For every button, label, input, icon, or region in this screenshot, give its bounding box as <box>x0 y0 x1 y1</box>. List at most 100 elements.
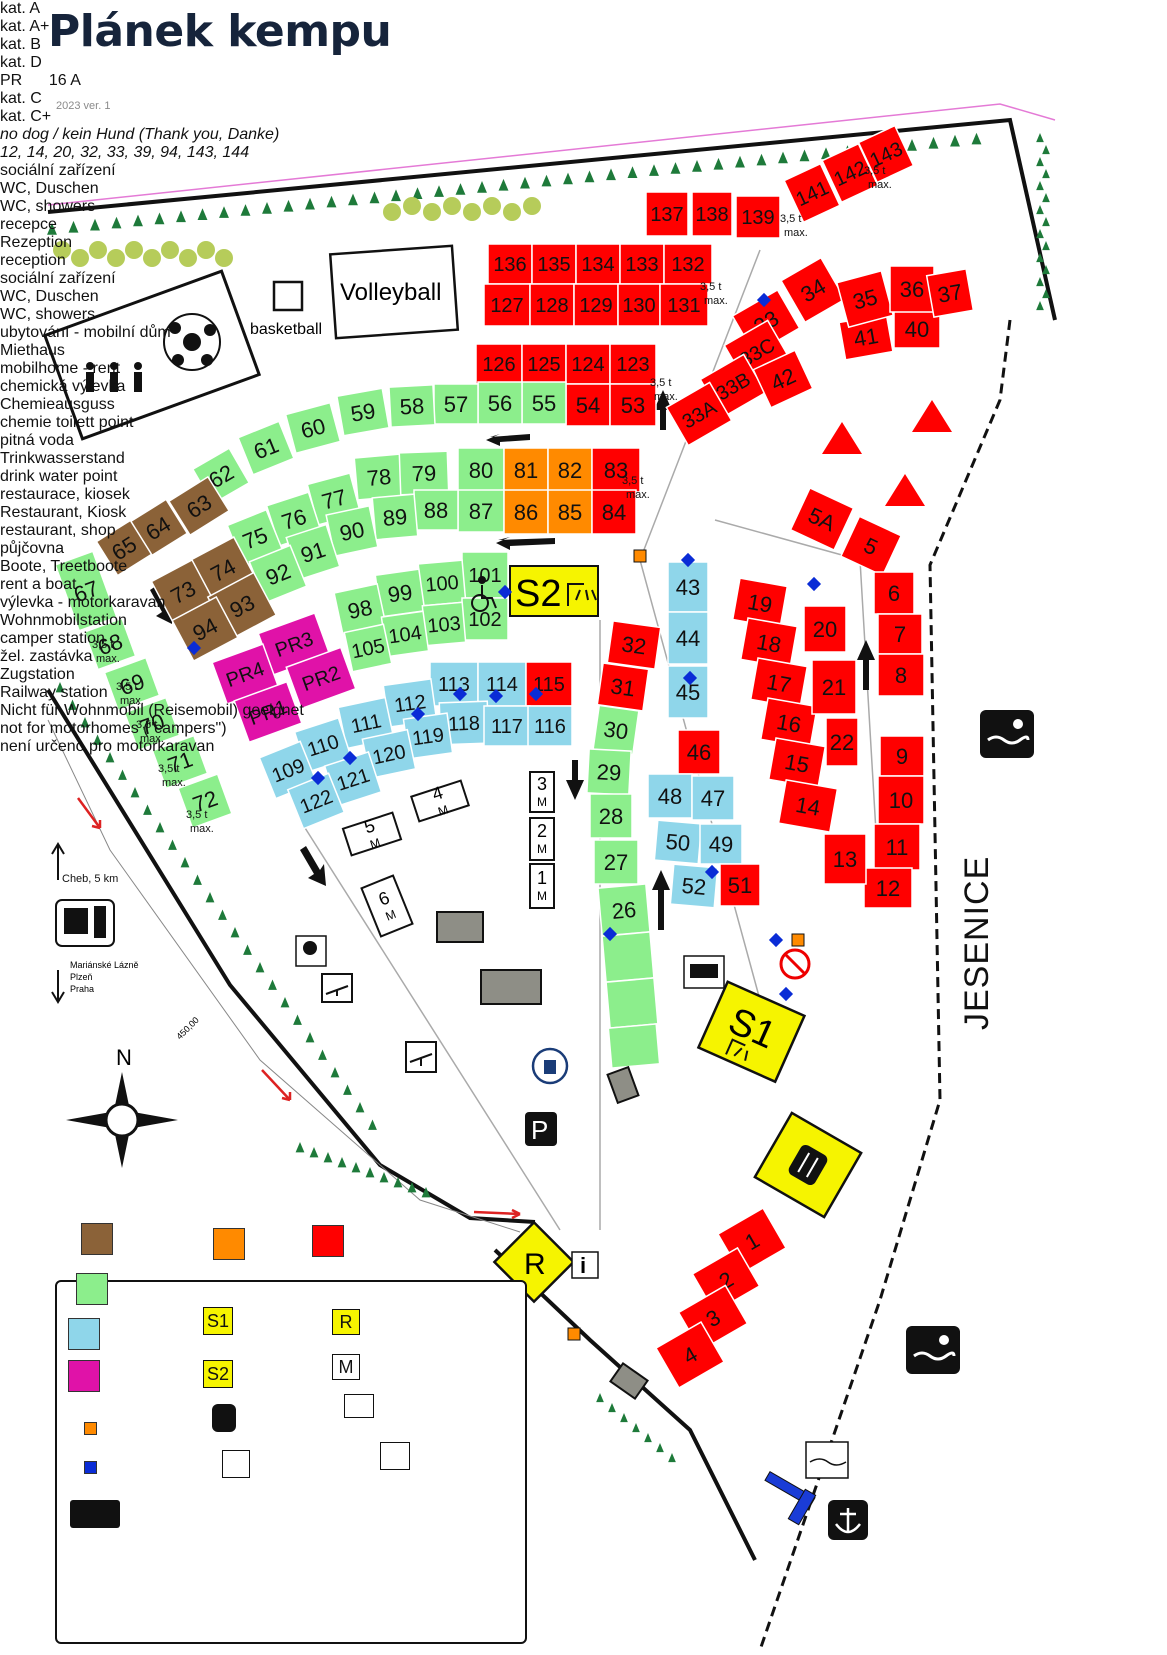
football-pitch[interactable] <box>42 269 262 441</box>
mobile-home-5[interactable]: 5M <box>341 809 403 858</box>
plot-130[interactable]: 130 <box>617 283 661 327</box>
plot-42[interactable]: 42 <box>752 349 814 409</box>
plot-pr4[interactable]: PR4 <box>211 643 279 705</box>
sanitary-s2[interactable]: S2 <box>509 565 599 617</box>
sanitary-s1[interactable]: S1 <box>696 980 807 1084</box>
plot-86[interactable]: 86 <box>503 489 549 535</box>
plot-68[interactable]: 68 <box>83 617 137 671</box>
plot-92[interactable]: 92 <box>248 544 308 604</box>
plot-121[interactable]: 121 <box>323 750 383 808</box>
plot-unnumbered[interactable] <box>605 977 659 1029</box>
plot-43[interactable]: 43 <box>667 561 709 613</box>
plot-72[interactable]: 72 <box>177 773 233 829</box>
plot-114[interactable]: 114 <box>477 661 527 707</box>
info-point[interactable]: i <box>571 1251 599 1279</box>
plot-22[interactable]: 22 <box>825 717 859 767</box>
plot-91[interactable]: 91 <box>285 523 341 581</box>
plot-82[interactable]: 82 <box>547 447 593 493</box>
plot-59[interactable]: 59 <box>336 387 390 437</box>
plot-129[interactable]: 129 <box>573 283 619 327</box>
plot-14[interactable]: 14 <box>777 778 839 834</box>
plot-90[interactable]: 90 <box>325 504 379 558</box>
plot-pr1[interactable]: PR1 <box>233 680 303 744</box>
plot-84[interactable]: 84 <box>591 489 637 535</box>
plot-20[interactable]: 20 <box>803 605 847 653</box>
plot-100[interactable]: 100 <box>417 559 467 607</box>
plot-54[interactable]: 54 <box>565 383 611 427</box>
plot-5a[interactable]: 5A <box>789 487 855 551</box>
plot-113[interactable]: 113 <box>429 661 479 707</box>
plot-136[interactable]: 136 <box>487 243 533 285</box>
plot-34[interactable]: 34 <box>780 256 846 324</box>
plot-81[interactable]: 81 <box>503 447 549 493</box>
plot-87[interactable]: 87 <box>457 489 505 533</box>
plot-53[interactable]: 53 <box>609 383 657 427</box>
plot-18[interactable]: 18 <box>739 617 799 669</box>
plot-35[interactable]: 35 <box>835 269 895 329</box>
plot-122[interactable]: 122 <box>286 772 346 830</box>
plot-127[interactable]: 127 <box>483 283 531 327</box>
plot-51[interactable]: 51 <box>719 863 761 907</box>
plot-27[interactable]: 27 <box>593 839 639 885</box>
restaurant-building[interactable] <box>753 1111 863 1219</box>
plot-10[interactable]: 10 <box>877 775 925 825</box>
plot-31[interactable]: 31 <box>596 662 650 712</box>
plot-56[interactable]: 56 <box>477 381 523 425</box>
plot-105[interactable]: 105 <box>343 623 393 673</box>
plot-44[interactable]: 44 <box>667 611 709 665</box>
plot-15[interactable]: 15 <box>767 737 827 789</box>
plot-11[interactable]: 11 <box>873 823 921 871</box>
mobile-home-4[interactable]: 4M <box>409 776 471 825</box>
plot-50[interactable]: 50 <box>653 819 703 865</box>
mobile-home-2[interactable]: 2M <box>529 817 555 861</box>
plot-137[interactable]: 137 <box>645 191 689 237</box>
plot-138[interactable]: 138 <box>691 191 733 237</box>
plot-123[interactable]: 123 <box>609 343 657 385</box>
plot-102[interactable]: 102 <box>461 597 509 641</box>
plot-143[interactable]: 143 <box>857 124 915 184</box>
plot-47[interactable]: 47 <box>691 775 735 821</box>
plot-57[interactable]: 57 <box>433 383 479 425</box>
plot-pr3[interactable]: PR3 <box>257 612 331 676</box>
plot-115[interactable]: 115 <box>525 661 573 707</box>
plot-36[interactable]: 36 <box>889 265 935 313</box>
plot-5[interactable]: 5 <box>839 515 903 577</box>
plot-4[interactable]: 4 <box>654 1321 726 1389</box>
parking-area[interactable]: P <box>525 1112 557 1146</box>
plot-8[interactable]: 8 <box>877 653 925 697</box>
plot-104[interactable]: 104 <box>380 610 430 658</box>
plot-79[interactable]: 79 <box>398 450 450 496</box>
plot-134[interactable]: 134 <box>575 243 621 285</box>
plot-83[interactable]: 83 <box>591 447 641 493</box>
plot-32[interactable]: 32 <box>606 620 662 670</box>
plot-7[interactable]: 7 <box>877 613 923 655</box>
plot-88[interactable]: 88 <box>413 489 459 531</box>
plot-67[interactable]: 67 <box>54 550 118 632</box>
plot-pr2[interactable]: PR2 <box>285 646 357 710</box>
plot-133[interactable]: 133 <box>619 243 665 285</box>
plot-120[interactable]: 120 <box>361 728 417 780</box>
plot-19[interactable]: 19 <box>731 577 789 629</box>
plot-119[interactable]: 119 <box>402 712 454 760</box>
mobile-home-6[interactable]: 6M <box>360 874 414 938</box>
plot-17[interactable]: 17 <box>749 657 809 709</box>
plot-139[interactable]: 139 <box>735 195 781 239</box>
plot-28[interactable]: 28 <box>589 793 633 839</box>
plot-132[interactable]: 132 <box>663 243 713 285</box>
plot-61[interactable]: 61 <box>237 420 295 476</box>
plot-33a[interactable]: 33A <box>665 381 733 447</box>
plot-37[interactable]: 37 <box>925 267 975 319</box>
plot-141[interactable]: 141 <box>783 162 841 224</box>
plot-30[interactable]: 30 <box>592 704 640 756</box>
plot-55[interactable]: 55 <box>521 381 567 425</box>
plot-21[interactable]: 21 <box>811 659 857 715</box>
plot-103[interactable]: 103 <box>421 601 467 647</box>
plot-89[interactable]: 89 <box>371 493 419 541</box>
plot-135[interactable]: 135 <box>531 243 577 285</box>
plot-85[interactable]: 85 <box>547 489 593 535</box>
plot-52[interactable]: 52 <box>669 863 719 909</box>
plot-29[interactable]: 29 <box>586 748 632 796</box>
plot-9[interactable]: 9 <box>879 735 925 777</box>
plot-94[interactable]: 94 <box>171 595 239 663</box>
plot-12[interactable]: 12 <box>863 867 913 909</box>
